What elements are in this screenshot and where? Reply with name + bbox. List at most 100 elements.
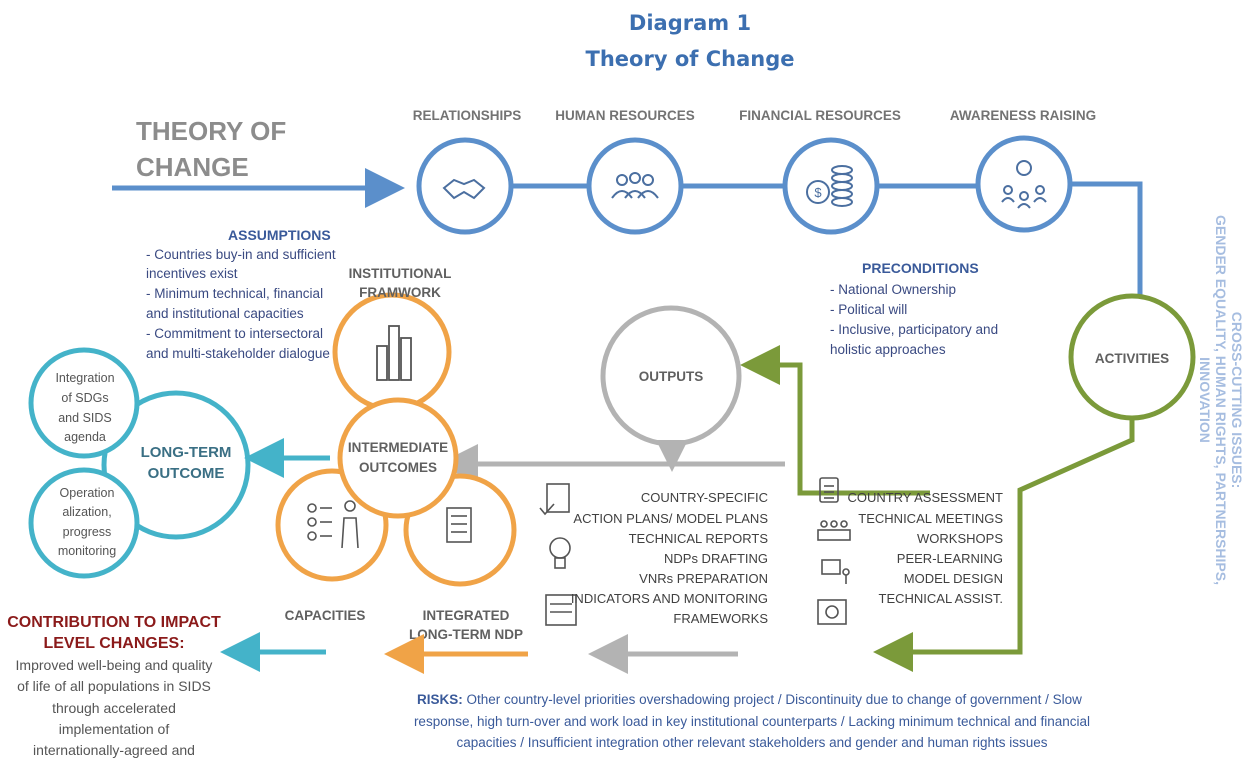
activities-flow: [740, 345, 1135, 672]
activity-item-5: MODEL DESIGN: [904, 571, 1003, 586]
resource-human: HUMAN RESOURCES: [555, 108, 695, 235]
risks-text-1: Other country-level priorities overshado…: [463, 692, 1082, 707]
activities-icons: [817, 477, 851, 625]
outputs-node: OUTPUTS: [600, 305, 742, 472]
activity-item-1: COUNTRY ASSESSMENT: [847, 490, 1003, 505]
precondition-line-1: - National Ownership: [830, 282, 956, 297]
resource-label-relationships: RELATIONSHIPS: [413, 108, 522, 123]
meeting-icon: [817, 520, 851, 541]
document-check-icon: [539, 483, 570, 516]
outputs-flow: [438, 444, 785, 674]
impact-line-1: Improved well-being and quality: [16, 657, 213, 673]
precondition-line-3: - Inclusive, participatory and: [830, 322, 998, 337]
output-item-5: VNRs PREPARATION: [639, 571, 768, 586]
output-item-3: TECHNICAL REPORTS: [629, 531, 769, 546]
operation-line-2: alization,: [62, 505, 111, 519]
cross-cutting-line1: CROSS-CUTTING ISSUES:: [1229, 312, 1245, 489]
intermediate-label-line1: INTERMEDIATE: [348, 440, 448, 455]
resources-flow-line: [112, 168, 1143, 296]
integration-line-4: agenda: [64, 430, 106, 444]
integration-line-3: and SIDS: [58, 411, 112, 425]
risks-line-2: response, high turn-over and work load i…: [414, 714, 1090, 729]
resource-label-financial: FINANCIAL RESOURCES: [739, 108, 901, 123]
assumption-line-3: - Minimum technical, financial: [146, 286, 323, 301]
handshake-icon: [442, 178, 486, 200]
institutional-label-line2: FRAMWORK: [359, 285, 441, 300]
impact-line-4: implementation of: [59, 721, 170, 737]
resource-financial: $ FINANCIAL RESOURCES: [739, 108, 901, 235]
operation-line-4: monitoring: [58, 544, 116, 558]
integrated-ndp-line2: LONG-TERM NDP: [409, 627, 523, 642]
risks-label: RISKS:: [417, 692, 463, 707]
integration-line-2: of SDGs: [61, 391, 108, 405]
outputs-list: COUNTRY-SPECIFIC ACTION PLANS/ MODEL PLA…: [571, 490, 769, 626]
cross-cutting-line2: GENDER EQUALITY, HUMAN RIGHTS, PARTNERSH…: [1213, 215, 1229, 585]
svg-text:$: $: [814, 185, 822, 200]
output-item-2: ACTION PLANS/ MODEL PLANS: [573, 511, 768, 526]
people-icon: [611, 172, 659, 199]
workshop-icon: [821, 559, 850, 584]
impact-title-line2: LEVEL CHANGES:: [43, 635, 184, 652]
diagram-number: Diagram 1: [629, 11, 751, 35]
output-item-6: INDICATORS AND MONITORING: [571, 591, 768, 606]
long-term-outcome-node: LONG-TERM OUTCOME Integration of SDGs an…: [28, 347, 251, 579]
resource-label-awareness: AWARENESS RAISING: [950, 108, 1096, 123]
checklist-person-icon: [307, 500, 359, 549]
preconditions-title: PRECONDITIONS: [862, 260, 979, 276]
activity-item-2: TECHNICAL MEETINGS: [858, 511, 1003, 526]
activities-list: COUNTRY ASSESSMENT TECHNICAL MEETINGS WO…: [847, 490, 1003, 606]
assumption-line-5: - Commitment to intersectoral: [146, 326, 323, 341]
output-item-7: FRAMEWORKS: [673, 611, 768, 626]
risks-line-3: capacities / Insufficient integration ot…: [456, 735, 1047, 750]
impact-line-3: through accelerated: [52, 700, 176, 716]
report-icon: [545, 594, 577, 626]
resource-awareness: AWARENESS RAISING: [950, 108, 1096, 233]
integration-line-1: Integration: [55, 371, 114, 385]
outputs-icons: [539, 483, 577, 626]
buildings-icon: [376, 325, 412, 381]
long-term-label-line1: LONG-TERM: [141, 444, 232, 461]
preconditions-block: PRECONDITIONS - National Ownership - Pol…: [830, 260, 998, 357]
resource-relationships: RELATIONSHIPS: [413, 108, 522, 235]
output-item-4: NDPs DRAFTING: [664, 551, 768, 566]
assumption-line-6: and multi-stakeholder dialogue: [146, 346, 330, 361]
cross-cutting-issues: CROSS-CUTTING ISSUES: GENDER EQUALITY, H…: [1197, 215, 1245, 585]
intermediate-label-line2: OUTCOMES: [359, 460, 437, 475]
output-item-1: COUNTRY-SPECIFIC: [641, 490, 768, 505]
impact-block: CONTRIBUTION TO IMPACT LEVEL CHANGES: Im…: [7, 614, 221, 758]
capacities-label: CAPACITIES: [285, 608, 366, 623]
precondition-line-4: holistic approaches: [830, 342, 946, 357]
clipboard-icon: [819, 477, 839, 503]
idea-network-icon: [1001, 160, 1047, 209]
institutional-label-line1: INSTITUTIONAL: [349, 266, 452, 281]
activity-item-4: PEER-LEARNING: [897, 551, 1003, 566]
risks-line-1: RISKS: Other country-level priorities ov…: [417, 692, 1082, 707]
activities-node: ACTIVITIES: [1068, 293, 1196, 421]
screen-icon: [817, 599, 847, 625]
impact-line-5: internationally-agreed and: [33, 742, 195, 758]
operation-line-1: Operation: [60, 486, 115, 500]
assumptions-block: ASSUMPTIONS - Countries buy-in and suffi…: [146, 227, 336, 361]
assumptions-title: ASSUMPTIONS: [228, 227, 331, 243]
diagram-title: Theory of Change: [586, 47, 795, 71]
intermediate-outcomes-node: INTERMEDIATE OUTCOMES: [337, 397, 459, 519]
risks-block: RISKS: Other country-level priorities ov…: [414, 692, 1090, 750]
activity-item-3: WORKSHOPS: [917, 531, 1003, 546]
cross-cutting-line3: INNOVATION: [1197, 357, 1213, 443]
long-term-label-line2: OUTCOME: [148, 465, 225, 482]
resource-label-human: HUMAN RESOURCES: [555, 108, 695, 123]
toc-title-line2: CHANGE: [136, 152, 249, 182]
lightbulb-icon: [549, 537, 571, 569]
operation-line-3: progress: [63, 525, 112, 539]
precondition-line-2: - Political will: [830, 302, 907, 317]
integrated-ndp-line1: INTEGRATED: [423, 608, 510, 623]
document-icon: [446, 507, 472, 543]
assumption-line-2: incentives exist: [146, 266, 238, 281]
outputs-label: OUTPUTS: [639, 369, 704, 384]
activities-label: ACTIVITIES: [1095, 351, 1169, 366]
coins-icon: $: [806, 165, 853, 207]
impact-title-line1: CONTRIBUTION TO IMPACT: [7, 614, 221, 631]
activity-item-6: TECHNICAL ASSIST.: [879, 591, 1004, 606]
impact-line-2: of life of all populations in SIDS: [17, 678, 211, 694]
